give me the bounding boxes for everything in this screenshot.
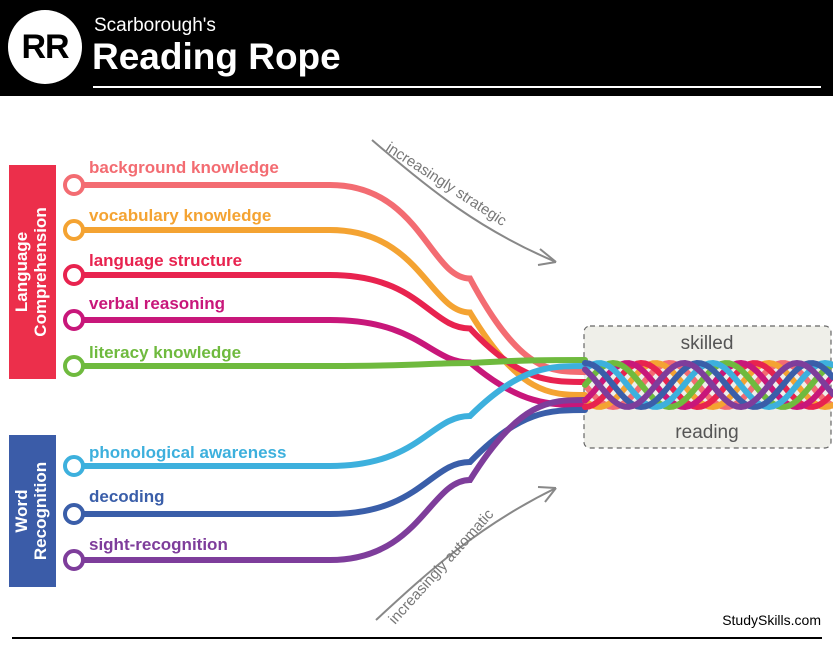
strand-line xyxy=(72,397,588,563)
page-title: Reading Rope xyxy=(92,36,341,77)
language-group-label-1: Language xyxy=(12,232,31,312)
header-subtitle: Scarborough's xyxy=(94,15,216,36)
strand-labels: background knowledge vocabulary knowledge… xyxy=(89,158,286,554)
strand-line xyxy=(72,272,588,385)
credit-text: StudySkills.com xyxy=(722,612,821,628)
strand-end-ring xyxy=(63,219,85,241)
logo-text: RR xyxy=(21,27,69,66)
strategic-arrow xyxy=(371,139,557,266)
braid-strand xyxy=(582,359,833,411)
box-label-top: skilled xyxy=(681,333,734,354)
strand-label: decoding xyxy=(89,487,165,506)
word-group-label-1: Word xyxy=(12,489,31,532)
strand-end-ring xyxy=(63,264,85,286)
strand-line xyxy=(72,357,588,369)
automatic-arrow xyxy=(375,486,557,621)
strand-end-ring xyxy=(63,174,85,196)
logo-badge: RR xyxy=(8,10,82,84)
strand-paths xyxy=(63,174,588,571)
strand-end-ring xyxy=(63,309,85,331)
language-group-label-2: Comprehension xyxy=(31,207,50,336)
strand-line xyxy=(72,227,588,398)
footer-rule xyxy=(12,637,822,639)
strand-label: background knowledge xyxy=(89,158,279,177)
strand-label: language structure xyxy=(89,251,242,270)
strand-label: vocabulary knowledge xyxy=(89,206,271,225)
word-recognition-bar xyxy=(9,435,56,587)
braided-rope xyxy=(582,359,833,411)
braid-strand xyxy=(582,359,833,411)
strand-end-ring xyxy=(63,355,85,377)
word-group-label-2: Recognition xyxy=(31,462,50,560)
strand-label: phonological awareness xyxy=(89,443,286,462)
strand-label: verbal reasoning xyxy=(89,294,225,313)
strand-label: literacy knowledge xyxy=(89,343,241,362)
header-bar: RR Scarborough's Reading Rope xyxy=(0,0,833,96)
strand-end-ring xyxy=(63,503,85,525)
strand-line xyxy=(72,407,588,517)
strand-end-ring xyxy=(63,455,85,477)
strand-line xyxy=(72,363,588,469)
automatic-label: increasingly automatic xyxy=(385,506,497,628)
language-comprehension-bar xyxy=(9,165,56,379)
strand-label: sight-recognition xyxy=(89,535,228,554)
box-label-bottom: reading xyxy=(675,422,738,443)
braid-strand xyxy=(582,359,833,411)
header-rule xyxy=(93,86,821,88)
braid-strand xyxy=(582,359,833,411)
strand-end-ring xyxy=(63,549,85,571)
